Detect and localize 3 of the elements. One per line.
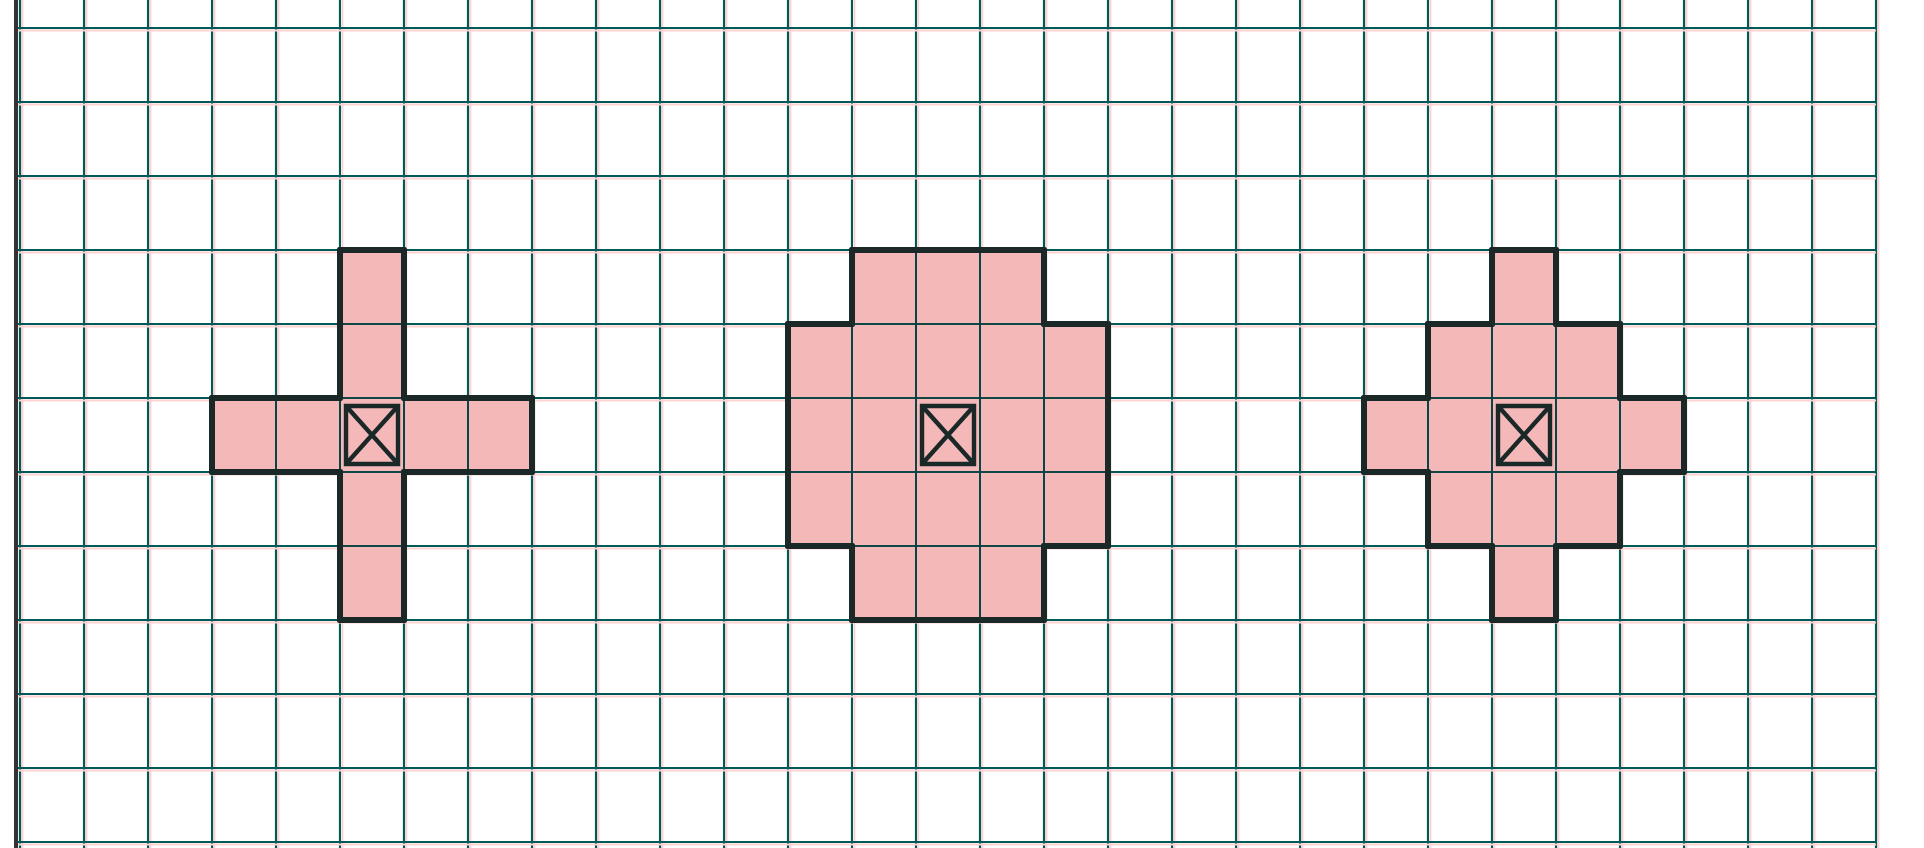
cross-shape <box>209 247 535 623</box>
block-shape <box>1361 247 1687 623</box>
block-shape <box>785 247 1111 623</box>
